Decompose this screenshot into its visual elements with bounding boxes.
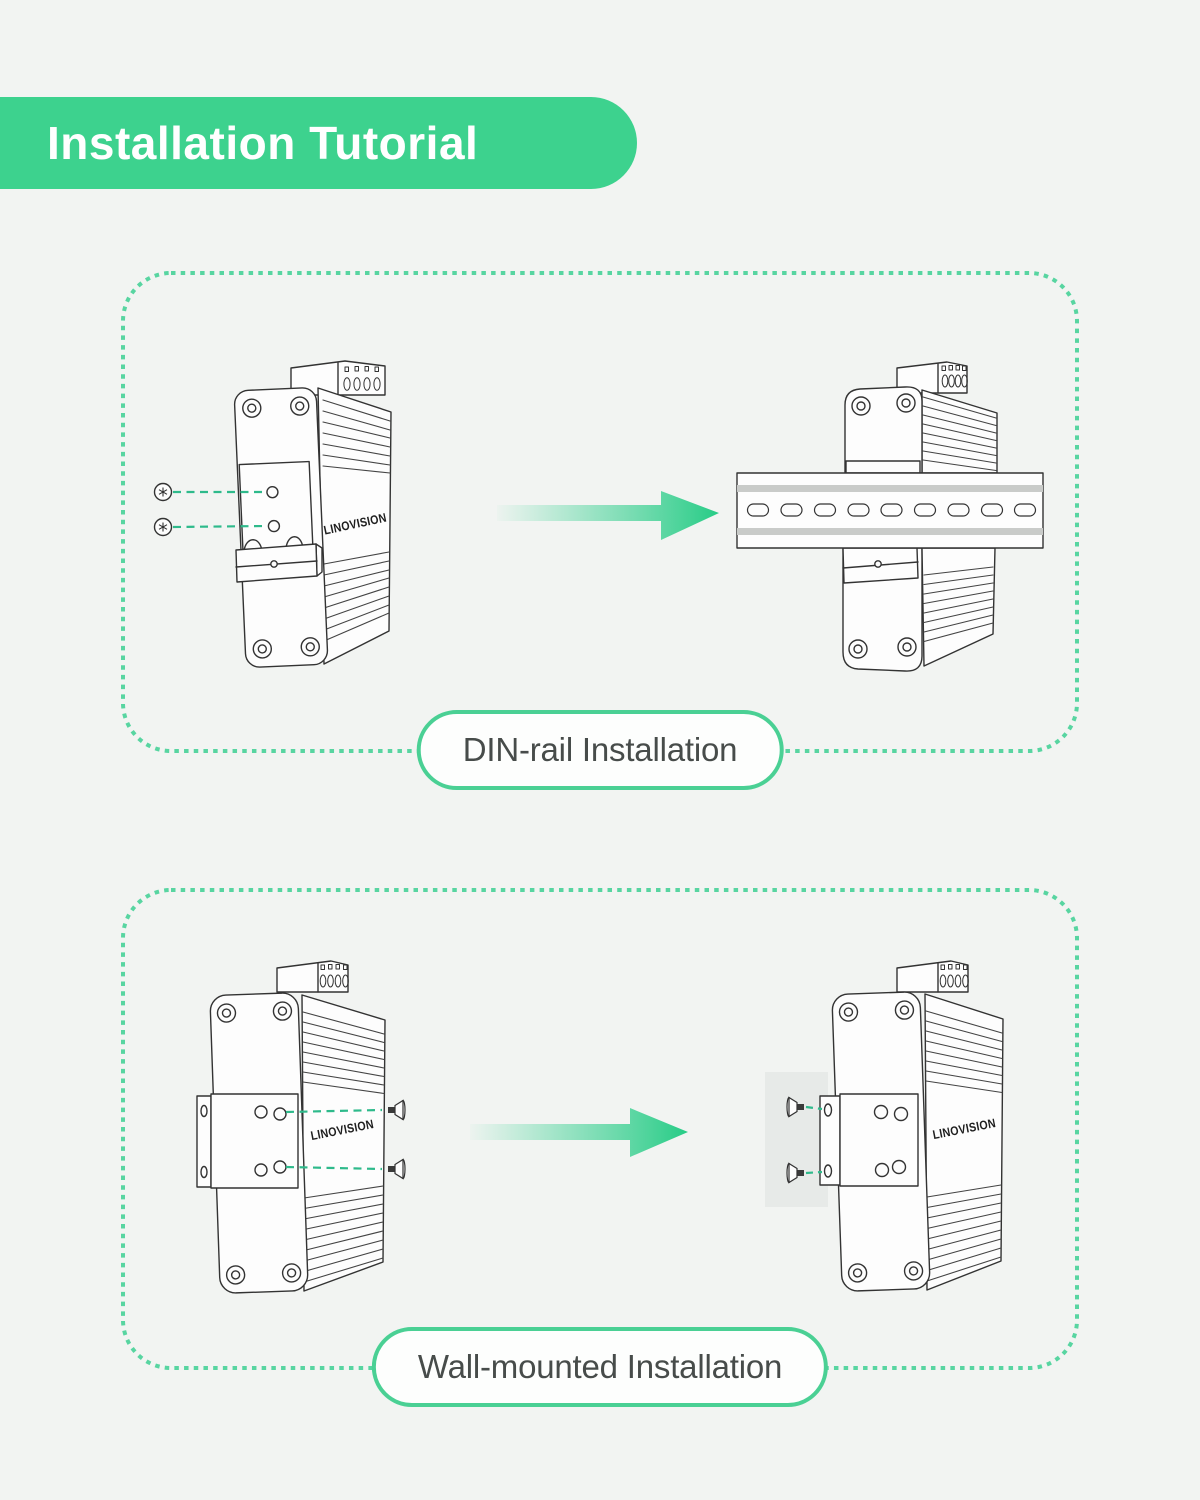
terminal-block-icon [896, 960, 969, 993]
caption-text: Wall-mounted Installation [417, 1348, 783, 1385]
caption-wall-mounted: Wall-mounted Installation [371, 1327, 829, 1407]
torx-screw-icon [153, 517, 173, 537]
terminal-block-icon [290, 360, 386, 396]
page-title: Installation Tutorial [47, 117, 479, 169]
din-rail [736, 472, 1044, 549]
flat-head-screw-icon [786, 1096, 804, 1118]
device-wall-bracket-illustration: LINOVISION [196, 960, 406, 1294]
wall-mount-bracket [196, 1093, 299, 1189]
flat-head-screw-icon [388, 1099, 406, 1121]
din-clip-bar [842, 547, 919, 584]
device-on-wall-illustration: LINOVISION [765, 960, 1004, 1292]
device-on-din-rail-illustration [736, 361, 1044, 672]
panel-din-rail-border [121, 271, 1079, 753]
terminal-block-icon [276, 960, 349, 993]
caption-text: DIN-rail Installation [462, 731, 738, 768]
caption-din-rail: DIN-rail Installation [416, 710, 784, 790]
wall-patch [765, 1072, 828, 1207]
screw-guide-lines [172, 490, 267, 529]
screw-guide-lines [285, 1108, 383, 1171]
device-din-plate-illustration: LINOVISION [153, 360, 392, 668]
gradient-arrow-right-icon [470, 1108, 688, 1157]
wall-mount-bracket [819, 1093, 919, 1187]
panel-wall-mount-border [121, 888, 1079, 1370]
flat-head-screw-icon [786, 1162, 804, 1184]
flat-head-screw-icon [388, 1158, 406, 1180]
screw-guide-lines [805, 1105, 823, 1175]
din-clip-bar [235, 543, 323, 583]
header-banner: Installation Tutorial [0, 97, 637, 189]
dotted-border [121, 888, 1079, 1370]
dotted-border [121, 271, 1079, 753]
torx-screw-icon [153, 482, 173, 502]
din-mounting-plate [238, 460, 314, 552]
gradient-arrow-right-icon [497, 491, 719, 540]
